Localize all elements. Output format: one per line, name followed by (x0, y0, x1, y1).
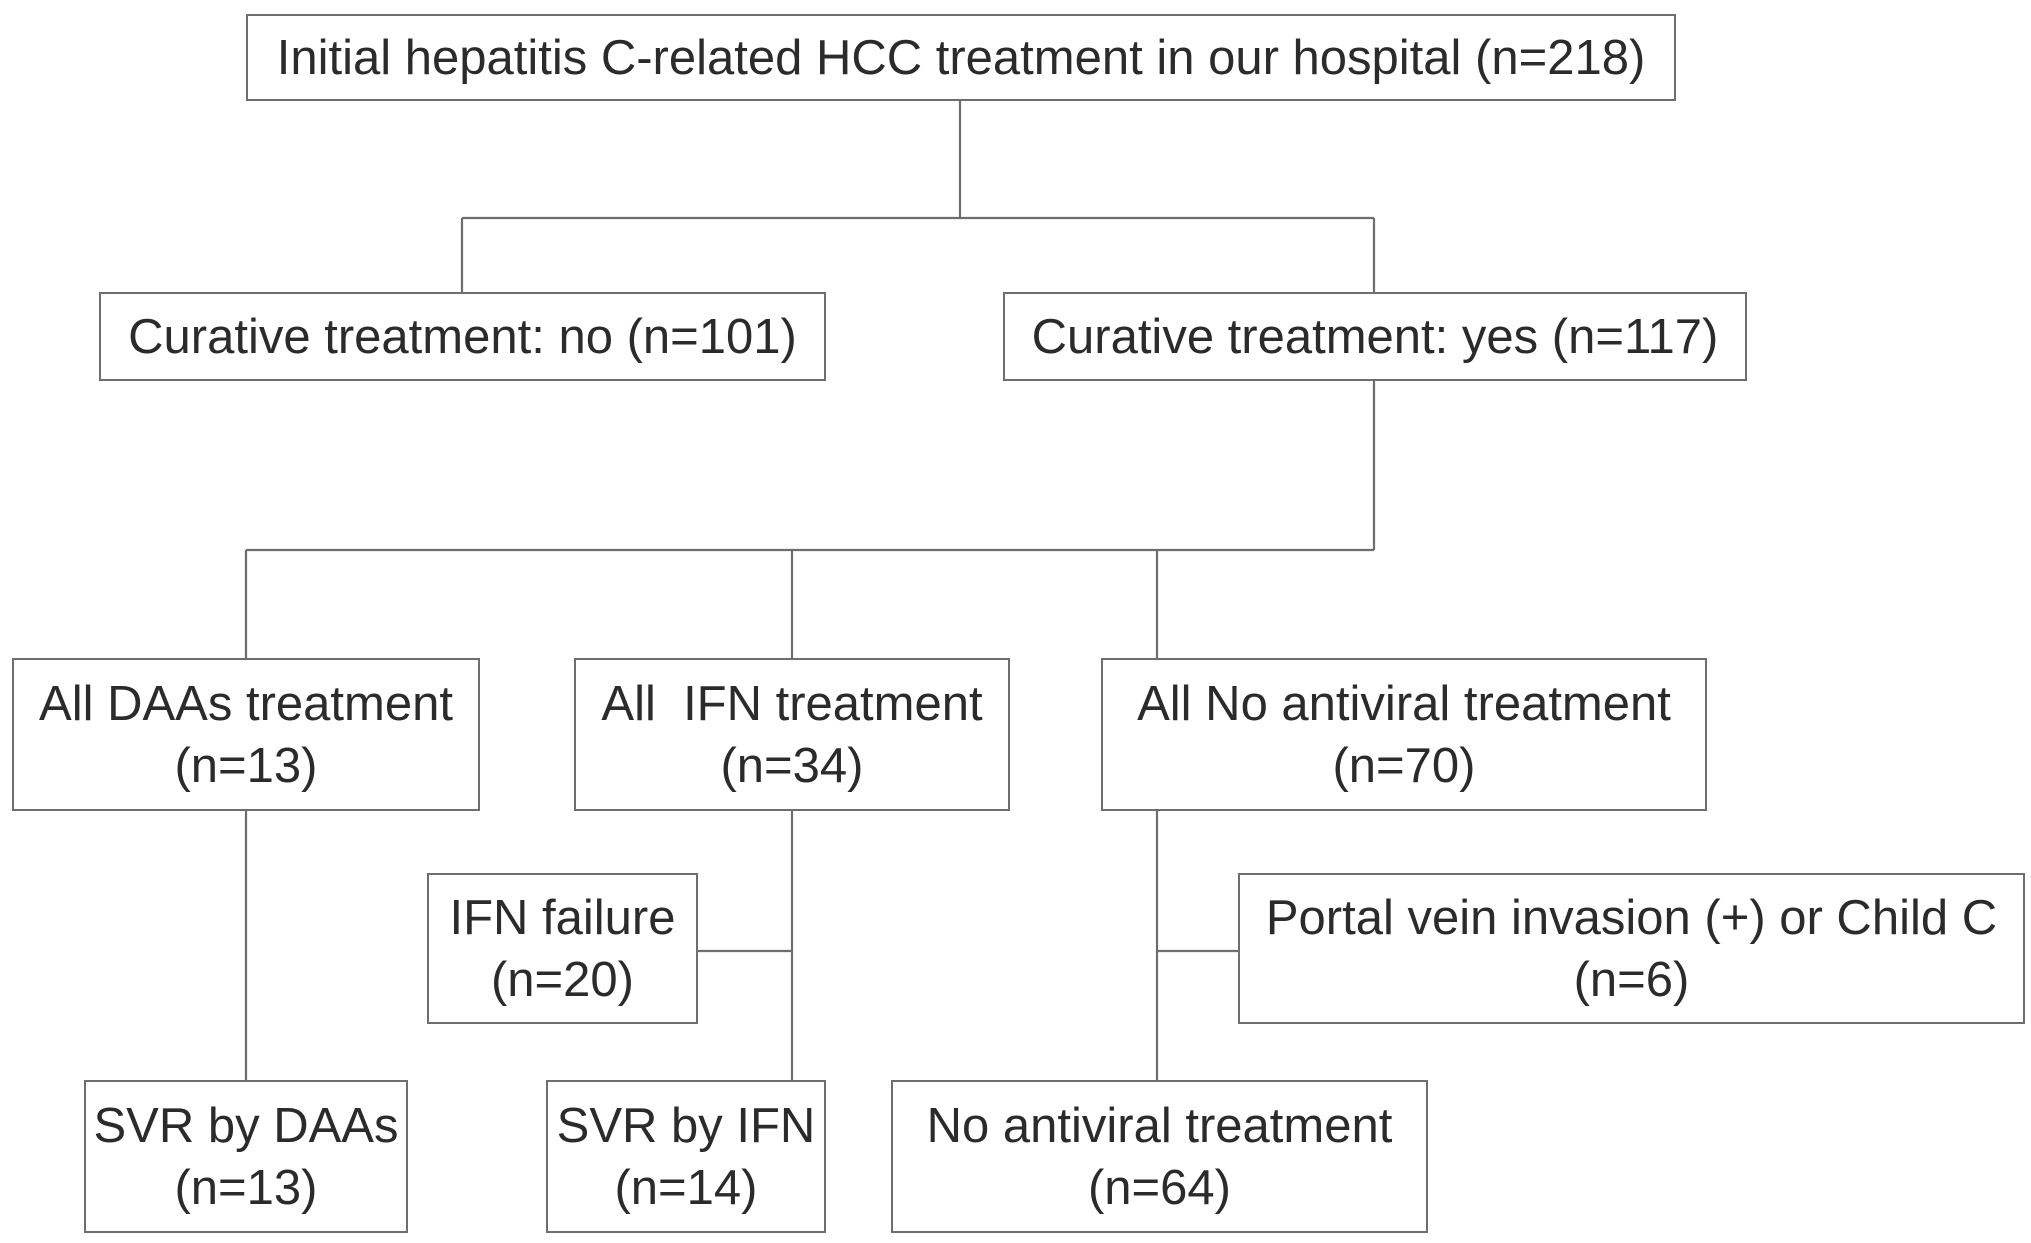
curative-yes-box: Curative treatment: yes (n=117) (1003, 292, 1747, 381)
daas-treatment-box: All DAAs treatment (n=13) (12, 658, 480, 811)
ifn-failure-title: IFN failure (449, 890, 676, 945)
ifn-treatment-title: All IFN treatment (601, 676, 983, 731)
svr-ifn-title: SVR by IFN (556, 1098, 816, 1153)
portal-vein-box: Portal vein invasion (+) or Child C (n=6… (1238, 873, 2025, 1024)
no-antiviral-box: All No antiviral treatment (n=70) (1101, 658, 1707, 811)
svr-daas-box: SVR by DAAs (n=13) (84, 1080, 408, 1233)
portal-vein-title: Portal vein invasion (+) or Child C (1265, 890, 1998, 945)
ifn-failure-count: (n=20) (490, 952, 634, 1007)
root-label: Initial hepatitis C-related HCC treatmen… (276, 30, 1646, 85)
no-antiviral-final-title: No antiviral treatment (926, 1098, 1393, 1153)
ifn-failure-box: IFN failure (n=20) (427, 873, 698, 1024)
curative-no-box: Curative treatment: no (n=101) (99, 292, 826, 381)
ifn-treatment-box: All IFN treatment (n=34) (574, 658, 1010, 811)
root-box: Initial hepatitis C-related HCC treatmen… (246, 14, 1676, 101)
no-antiviral-final-box: No antiviral treatment (n=64) (891, 1080, 1428, 1233)
ifn-treatment-count: (n=34) (720, 738, 864, 793)
svr-daas-count: (n=13) (174, 1160, 318, 1215)
portal-vein-count: (n=6) (1573, 952, 1690, 1007)
curative-no-label: Curative treatment: no (n=101) (128, 309, 797, 364)
svr-ifn-box: SVR by IFN (n=14) (546, 1080, 826, 1233)
svr-ifn-count: (n=14) (614, 1160, 758, 1215)
no-antiviral-title: All No antiviral treatment (1137, 676, 1671, 731)
daas-treatment-count: (n=13) (174, 738, 318, 793)
no-antiviral-count: (n=70) (1332, 738, 1476, 793)
no-antiviral-final-count: (n=64) (1087, 1160, 1231, 1215)
daas-treatment-title: All DAAs treatment (39, 676, 453, 731)
curative-yes-label: Curative treatment: yes (n=117) (1031, 309, 1719, 364)
svr-daas-title: SVR by DAAs (93, 1098, 399, 1153)
